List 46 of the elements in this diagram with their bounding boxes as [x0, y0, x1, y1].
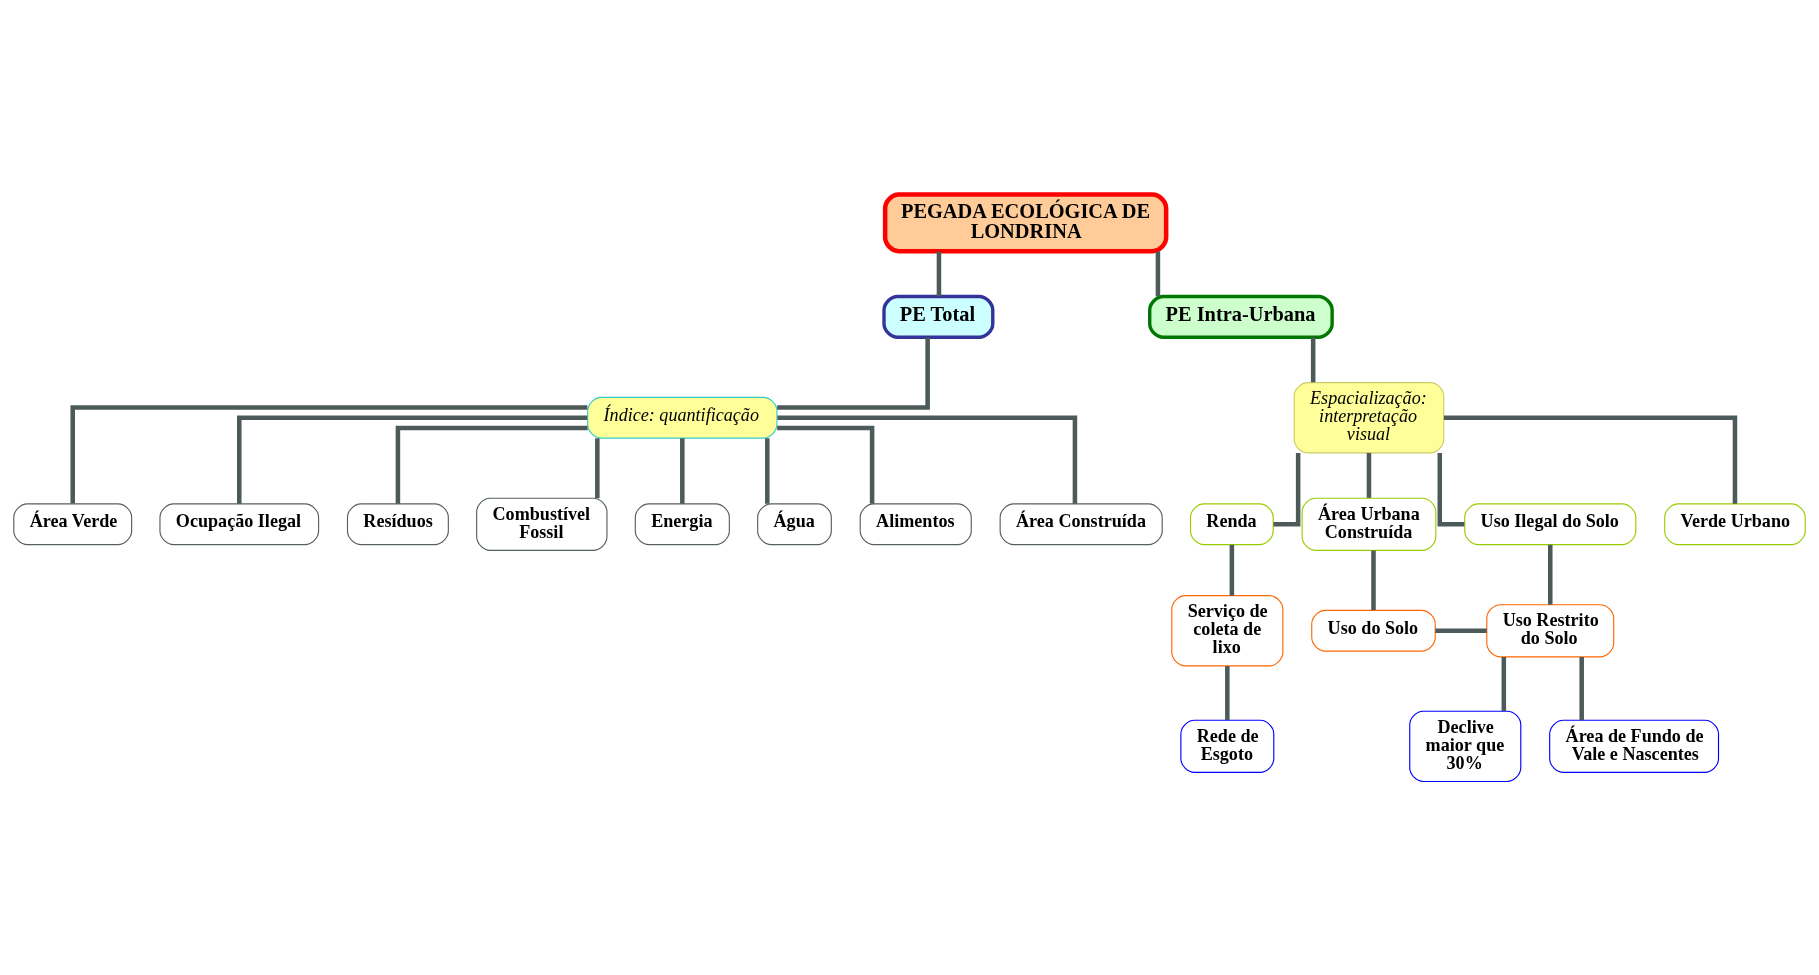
node-box: PE Total [882, 294, 995, 339]
node-box: Renda [1189, 502, 1274, 545]
connector [1435, 628, 1487, 633]
node-box: Uso Ilegal do Solo [1464, 502, 1637, 545]
node-box: Uso do Solo [1311, 609, 1436, 652]
connector [1155, 251, 1161, 296]
connector [765, 437, 770, 504]
node-box: Ocupação Ilegal [159, 502, 320, 545]
node-box: Espacialização: interpretação visual [1293, 381, 1445, 453]
node-box: Serviço de coleta de lixo [1171, 594, 1284, 666]
connector [1548, 544, 1553, 605]
node-box: Alimentos [859, 502, 972, 545]
connector [777, 425, 875, 504]
connector [777, 336, 930, 410]
connector [1443, 415, 1738, 504]
connector [777, 415, 1078, 504]
connector [1579, 656, 1584, 720]
connector [1366, 452, 1372, 498]
node-box: Área de Fundo de Vale e Nascentes [1549, 719, 1720, 773]
node-box: Combustível Fossil [476, 497, 608, 551]
connector [1273, 452, 1301, 527]
node-box: PE Intra-Urbana [1148, 294, 1334, 339]
node-box: Energia [634, 502, 730, 545]
connector [936, 251, 942, 296]
connector [1229, 544, 1235, 596]
node-box: Área Construída [999, 502, 1163, 545]
node-box: Resíduos [346, 502, 449, 545]
connector [1371, 550, 1376, 610]
node-box: Água [757, 502, 832, 545]
node-box: Área Verde [13, 502, 133, 545]
connector [1310, 336, 1316, 382]
node-box: Declive maior que 30% [1409, 710, 1522, 782]
node-box: Área Urbana Construída [1301, 497, 1437, 551]
connector [595, 437, 600, 498]
node-box: PEGADA ECOLÓGICA DE LONDRINA [882, 191, 1169, 253]
node-box: Uso Restrito do Solo [1486, 603, 1615, 657]
connector [1225, 665, 1230, 720]
connector [680, 437, 685, 504]
connector [1437, 452, 1465, 527]
connector [70, 404, 588, 503]
node-box: Verde Urbano [1664, 502, 1806, 545]
node-box: Índice: quantificação [587, 396, 778, 439]
node-box: Rede de Esgoto [1180, 719, 1275, 773]
connector [237, 415, 588, 504]
connector [395, 425, 588, 504]
connector [1501, 656, 1507, 711]
